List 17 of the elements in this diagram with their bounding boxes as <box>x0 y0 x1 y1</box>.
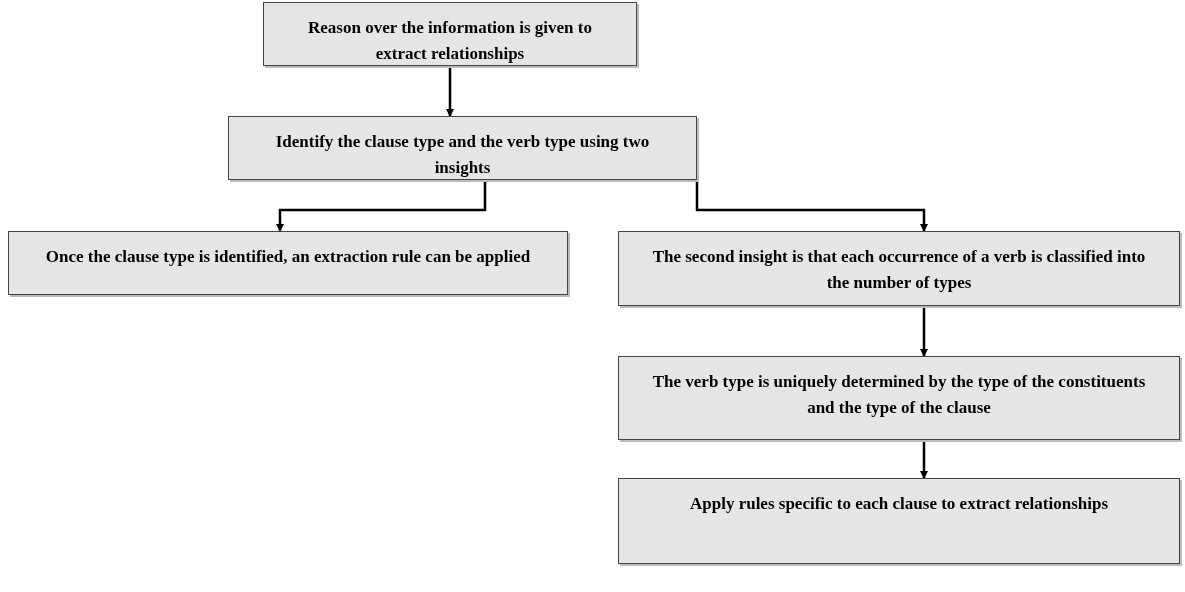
process-box <box>618 478 1180 564</box>
box-text: The second insight is that each occurrence of a verb is classified into the number of types <box>651 246 1147 294</box>
arrow <box>446 66 454 117</box>
arrow <box>920 306 928 357</box>
arrow <box>276 180 487 232</box>
process-box <box>8 231 568 295</box>
process-box <box>618 356 1180 440</box>
arrow <box>695 180 928 232</box>
box-text: Reason over the information is given to extract relationships <box>307 17 593 65</box>
arrow <box>920 440 928 479</box>
box-text: Once the clause type is identified, an extraction rule can be applied <box>45 246 531 268</box>
process-box <box>263 2 637 66</box>
box-text: Apply rules specific to each clause to extract relationships <box>690 493 1108 515</box>
process-box <box>228 116 697 180</box>
process-box <box>618 231 1180 306</box>
box-text: The verb type is uniquely determined by the type of the constituents and the type of the clause <box>651 371 1147 419</box>
box-text: Identify the clause type and the verb type using two insights <box>274 131 651 179</box>
